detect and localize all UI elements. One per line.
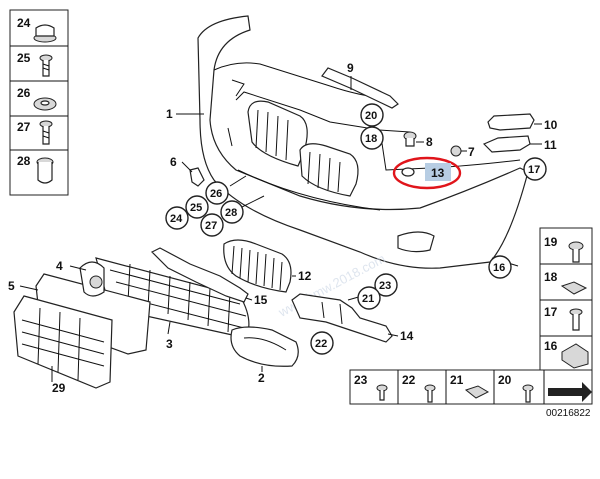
bracket-14 bbox=[291, 293, 393, 343]
bracket-11 bbox=[482, 135, 531, 153]
legend-bottom-item: 20 bbox=[498, 373, 512, 387]
legend-right: 19 18 17 16 bbox=[539, 227, 593, 375]
legend-bottom: 23 22 21 20 bbox=[349, 369, 593, 405]
label-8: 8 bbox=[426, 135, 433, 149]
screw-icon bbox=[424, 384, 436, 403]
highlight-13: 13 bbox=[392, 156, 462, 190]
rivet-icon bbox=[376, 384, 388, 401]
clip-icon bbox=[560, 281, 588, 295]
nut-icon bbox=[36, 157, 54, 184]
screw-icon bbox=[39, 54, 53, 77]
label-6: 6 bbox=[170, 155, 177, 169]
svg-text:25: 25 bbox=[190, 202, 202, 214]
callout-28: 28 bbox=[220, 200, 244, 224]
front-bumper bbox=[197, 15, 529, 269]
label-9: 9 bbox=[347, 61, 354, 75]
fog-cover-2 bbox=[230, 326, 299, 367]
svg-text:21: 21 bbox=[362, 293, 374, 305]
screw-icon bbox=[522, 384, 534, 403]
legend-bottom-item: 22 bbox=[402, 373, 416, 387]
label-5: 5 bbox=[8, 279, 15, 293]
label-2: 2 bbox=[258, 371, 265, 385]
callout-23: 23 bbox=[374, 273, 398, 297]
svg-text:22: 22 bbox=[315, 338, 327, 350]
label-11: 11 bbox=[544, 138, 557, 152]
screw-icon bbox=[569, 308, 583, 331]
legend-left-item: 26 bbox=[17, 86, 31, 100]
label-14: 14 bbox=[400, 329, 414, 343]
svg-text:28: 28 bbox=[225, 207, 237, 219]
legend-left-item: 28 bbox=[17, 154, 31, 168]
legend-right-item: 19 bbox=[544, 235, 558, 249]
label-29: 29 bbox=[52, 381, 66, 395]
label-12: 12 bbox=[298, 269, 312, 283]
callout-18: 18 bbox=[360, 126, 384, 150]
svg-text:24: 24 bbox=[170, 213, 183, 225]
callout-24: 24 bbox=[165, 206, 189, 230]
washer-icon bbox=[33, 97, 57, 111]
license-plate-frame bbox=[13, 295, 113, 389]
label-10: 10 bbox=[544, 118, 558, 132]
label-7: 7 bbox=[468, 145, 475, 159]
callout-21: 21 bbox=[357, 286, 381, 310]
callout-17: 17 bbox=[523, 157, 547, 181]
label-15: 15 bbox=[254, 293, 268, 307]
footer-code: 00216822 bbox=[546, 408, 591, 419]
label-4: 4 bbox=[56, 259, 63, 273]
legend-left-item: 25 bbox=[17, 51, 31, 65]
clip-8 bbox=[403, 131, 417, 147]
bolt-icon bbox=[39, 120, 53, 145]
legend-right-item: 18 bbox=[544, 270, 558, 284]
nut-clip-icon bbox=[561, 343, 589, 369]
grommet-icon bbox=[33, 24, 57, 43]
callout-25: 25 bbox=[185, 195, 209, 219]
clip-icon bbox=[464, 385, 490, 399]
svg-text:18: 18 bbox=[365, 133, 377, 145]
kidney-grille bbox=[223, 239, 292, 293]
trim-strip bbox=[321, 67, 399, 109]
label-3: 3 bbox=[166, 337, 173, 351]
callout-16: 16 bbox=[488, 255, 512, 279]
callout-27: 27 bbox=[200, 213, 224, 237]
clip-7 bbox=[450, 145, 462, 157]
part-6 bbox=[189, 167, 205, 187]
arrow-icon bbox=[548, 382, 592, 402]
legend-bottom-item: 21 bbox=[450, 373, 464, 387]
legend-right-item: 16 bbox=[544, 339, 558, 353]
bracket-15 bbox=[150, 247, 249, 303]
svg-text:23: 23 bbox=[379, 280, 391, 292]
svg-text:26: 26 bbox=[210, 188, 222, 200]
label-13: 13 bbox=[431, 166, 445, 180]
callout-26: 26 bbox=[205, 181, 229, 205]
legend-bottom-item: 23 bbox=[354, 373, 368, 387]
svg-text:16: 16 bbox=[493, 262, 505, 274]
screw-icon bbox=[568, 241, 584, 263]
legend-right-item: 17 bbox=[544, 305, 558, 319]
legend-left: 24 25 26 27 28 bbox=[9, 9, 69, 196]
legend-left-item: 27 bbox=[17, 120, 31, 134]
callout-20: 20 bbox=[360, 103, 384, 127]
svg-text:17: 17 bbox=[528, 164, 540, 176]
bracket-10 bbox=[487, 113, 535, 131]
svg-text:27: 27 bbox=[205, 220, 217, 232]
svg-text:20: 20 bbox=[365, 110, 377, 122]
legend-left-item: 24 bbox=[17, 16, 31, 30]
label-1: 1 bbox=[166, 107, 173, 121]
callout-22: 22 bbox=[310, 331, 334, 355]
